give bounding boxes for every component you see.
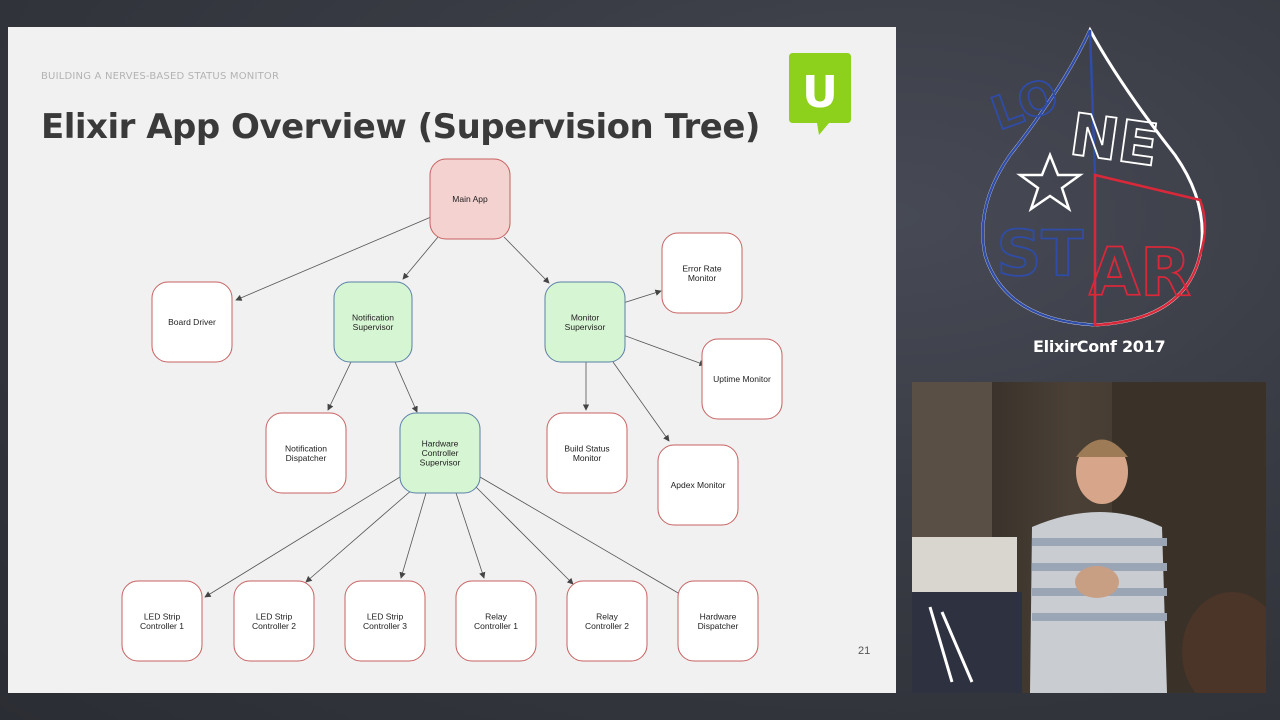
node-main-app: Main App: [429, 158, 511, 240]
speaker-video: [912, 382, 1266, 693]
edge-arrow: [622, 334, 706, 367]
node-label: Hardware: [422, 439, 459, 449]
edge-arrow: [612, 361, 670, 442]
node-label: Supervisor: [565, 322, 606, 332]
node-label: Controller 1: [140, 621, 184, 631]
edge-arrow: [479, 476, 686, 598]
edge-arrow: [503, 236, 550, 284]
presentation-slide: BUILDING A NERVES-BASED STATUS MONITOR E…: [8, 27, 896, 693]
node-label: Controller 1: [474, 621, 518, 631]
node-label: Controller 3: [363, 621, 407, 631]
node-label: Build Status: [564, 443, 609, 453]
page-number: 21: [858, 645, 871, 657]
conference-name: ElixirConf 2017: [1033, 337, 1166, 356]
edge-arrow: [402, 236, 439, 280]
edge-arrow: [394, 361, 418, 413]
node-label: Controller 2: [252, 621, 296, 631]
node-apdex-monitor: Apdex Monitor: [657, 444, 739, 526]
node-label: Notification: [352, 312, 394, 322]
node-label: Relay: [485, 611, 507, 621]
edge-arrow: [305, 488, 414, 583]
node-label: Notification: [285, 443, 327, 453]
edge-arrow: [399, 492, 427, 579]
svg-text:NE: NE: [1066, 100, 1163, 180]
node-label: Uptime Monitor: [713, 374, 771, 384]
node-label: Board Driver: [168, 317, 216, 327]
node-label: LED Strip: [367, 611, 404, 621]
node-label: Apdex Monitor: [671, 480, 726, 490]
node-label: Dispatcher: [286, 453, 327, 463]
node-label: Supervisor: [420, 458, 461, 468]
company-logo-letter: U: [802, 67, 838, 118]
node-label: Controller 2: [585, 621, 629, 631]
svg-text:LO: LO: [984, 67, 1065, 141]
svg-text:AR: AR: [1089, 234, 1191, 311]
edge-arrow: [473, 484, 574, 585]
node-uptime-monitor: Uptime Monitor: [701, 338, 783, 420]
node-label: Monitor: [573, 453, 602, 463]
edge-arrow: [327, 361, 352, 411]
node-label: LED Strip: [144, 611, 181, 621]
node-board-driver: Board Driver: [151, 281, 233, 363]
slide-subtitle: BUILDING A NERVES-BASED STATUS MONITOR: [41, 71, 280, 82]
node-label: Hardware: [700, 611, 737, 621]
node-label: LED Strip: [256, 611, 293, 621]
node-label: Main App: [452, 194, 488, 204]
slide-title: Elixir App Overview (Supervision Tree): [41, 107, 760, 147]
edge-arrow: [235, 216, 432, 301]
edge-arrow: [622, 289, 662, 304]
speaker-video-frame: [912, 382, 1266, 693]
node-label: Monitor: [571, 312, 600, 322]
svg-text:ST: ST: [997, 217, 1084, 290]
node-label: Monitor: [688, 273, 717, 283]
company-logo-icon: U: [789, 53, 851, 135]
edge-arrow: [455, 492, 486, 579]
node-label: Controller: [422, 448, 459, 458]
lone-star-logo-icon: NE LO ST AR: [981, 26, 1207, 327]
node-label: Supervisor: [353, 322, 394, 332]
node-label: Relay: [596, 611, 618, 621]
node-label: Error Rate: [682, 263, 721, 273]
edge-arrow: [204, 476, 401, 598]
node-label: Dispatcher: [698, 621, 739, 631]
